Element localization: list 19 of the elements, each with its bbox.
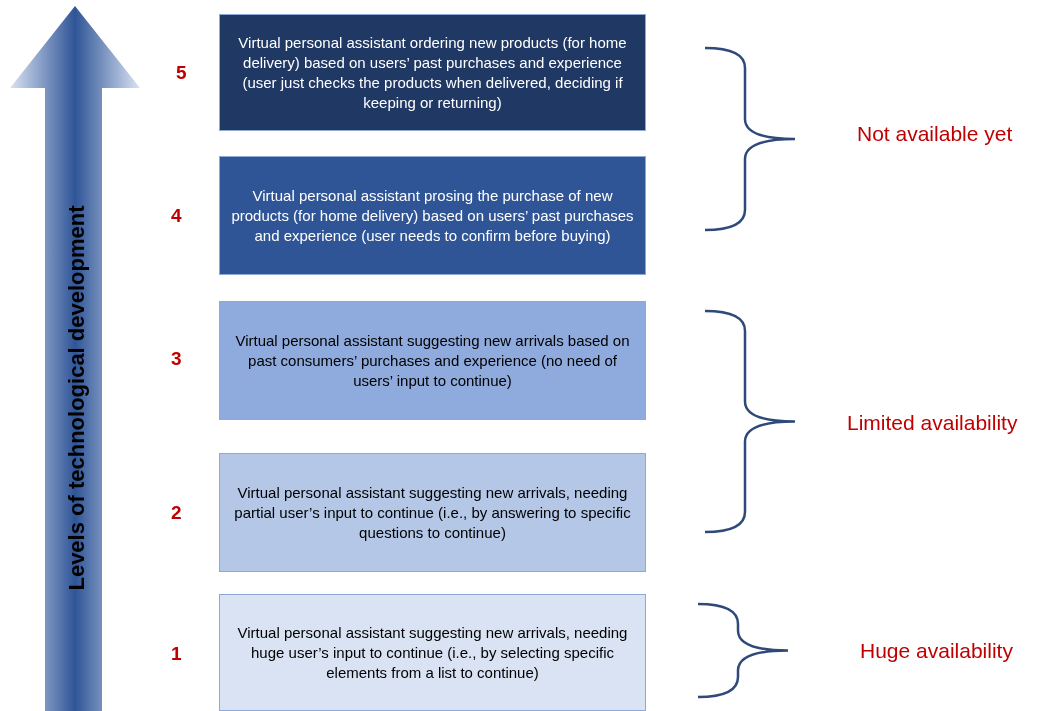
box-text: Virtual personal assistant suggesting new arrivals, needing huge user’s input to continue (i.e., by selecting specific elements from a list to continue)	[236, 622, 629, 683]
level-box	[219, 301, 646, 420]
level-box	[219, 453, 646, 572]
level-box	[219, 156, 646, 275]
availability-label: Not available yet	[857, 122, 1013, 146]
box-text: Virtual personal assistant prosing the purchase of new products (for home delivery) based on users’ past purchases and experience (user needs to confirm before buying)	[230, 185, 635, 246]
box-text: Virtual personal assistant ordering new products (for home delivery) based on users’ past purchases and experience (user just checks the products when delivered, deciding if keeping or returning)	[237, 32, 628, 113]
level-box	[219, 14, 646, 131]
level-number: 1	[171, 643, 182, 665]
box-text: Virtual personal assistant suggesting new arrivals, needing partial user’s input to continue (i.e., by answering to specific questions to continue)	[233, 482, 632, 543]
box-text: Virtual personal assistant suggesting new arrivals based on past consumers’ purchases and experience (no need of users’ input to continue)	[234, 330, 631, 391]
level-number: 3	[171, 348, 182, 370]
level-number: 4	[171, 205, 182, 227]
availability-label: Huge availability	[860, 639, 1013, 663]
availability-label: Limited availability	[847, 411, 1018, 435]
level-number: 2	[171, 502, 182, 524]
level-number: 5	[176, 62, 187, 84]
axis-label: Levels of technological development	[63, 205, 90, 591]
level-box	[219, 594, 646, 711]
